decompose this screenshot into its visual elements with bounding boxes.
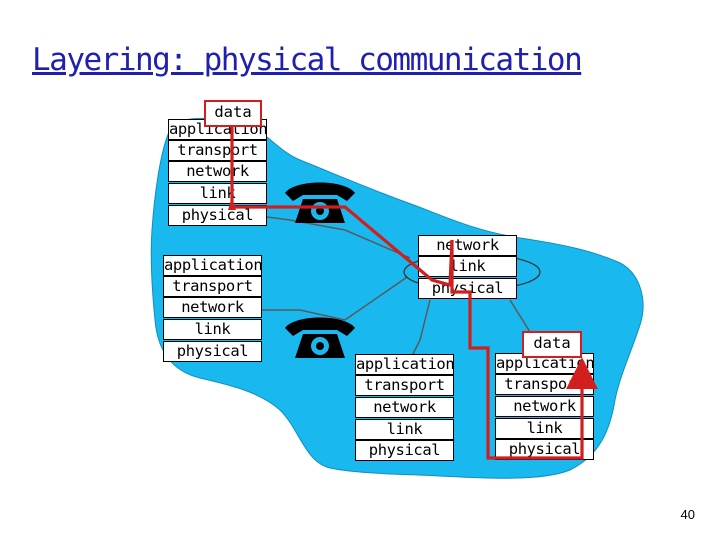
layer-physical: physical: [355, 440, 454, 461]
layer-physical: physical: [418, 278, 517, 299]
layer-network: network: [418, 235, 517, 256]
layer-application: application: [355, 354, 455, 375]
layer-application: application: [163, 255, 263, 276]
host-stack-left: application transport network link physi…: [163, 255, 263, 365]
layer-physical: physical: [495, 439, 594, 460]
layer-transport: transport: [355, 375, 454, 396]
page-number: 40: [680, 507, 695, 522]
layer-link: link: [418, 256, 517, 277]
layer-transport: transport: [168, 140, 267, 161]
layer-physical: physical: [168, 205, 267, 226]
layer-link: link: [168, 183, 267, 204]
slide-title: Layering: physical communication: [32, 42, 583, 78]
data-label-source: data: [204, 100, 262, 127]
router-stack: network link physical: [418, 235, 517, 301]
host-stack-destination: application transport network link physi…: [495, 353, 595, 463]
layer-network: network: [495, 396, 594, 417]
layer-network: network: [163, 297, 262, 318]
layer-link: link: [163, 319, 262, 340]
layer-network: network: [168, 161, 267, 182]
layer-transport: transport: [163, 276, 262, 297]
layer-physical: physical: [163, 341, 262, 362]
layer-link: link: [495, 418, 594, 439]
host-stack-source: application transport network link physi…: [168, 119, 268, 229]
host-stack-middle: application transport network link physi…: [355, 354, 455, 464]
layer-network: network: [355, 397, 454, 418]
layer-transport: transport: [495, 374, 594, 395]
layer-link: link: [355, 419, 454, 440]
data-label-destination: data: [522, 331, 582, 358]
